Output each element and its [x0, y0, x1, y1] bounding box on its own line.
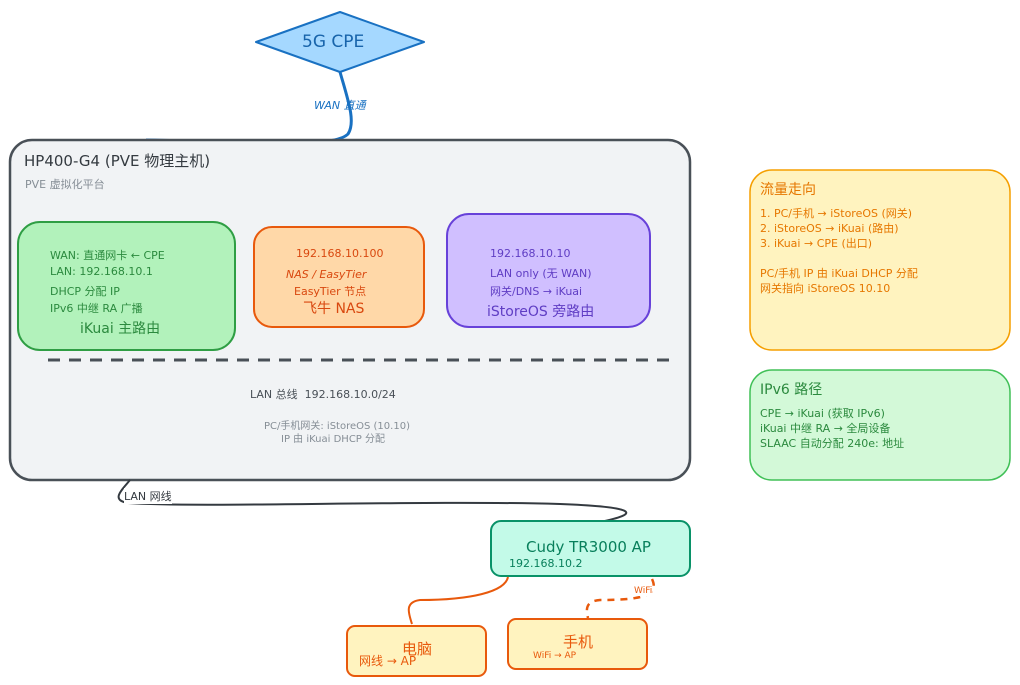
host-subtitle: PVE 虚拟化平台	[25, 178, 105, 191]
istore-ip: 192.168.10.10	[490, 247, 571, 260]
ikuai-line-4: IPv6 中继 RA 广播	[50, 302, 143, 315]
nas-name: 飞牛 NAS	[303, 301, 365, 317]
ipv6-note-line-3: SLAAC 自动分配 240e: 地址	[760, 437, 905, 450]
flow-note-line-2: 2. iStoreOS → iKuai (路由)	[760, 222, 899, 235]
istore-node-shape[interactable]	[446, 213, 651, 328]
phone-detail: WiFi → AP	[533, 651, 577, 661]
lan-cable-line	[117, 479, 628, 523]
flow-note-shape[interactable]	[749, 169, 1011, 351]
ipv6-note-line-2: iKuai 中继 RA → 全局设备	[760, 422, 891, 435]
phone-node-shape[interactable]	[507, 618, 648, 670]
nas-ip: 192.168.10.100	[296, 247, 384, 260]
ipv6-note-line-1: CPE → iKuai (获取 IPv6)	[760, 407, 885, 420]
ikuai-line-1: WAN: 直通网卡 ← CPE	[50, 249, 165, 262]
ipv6-note-title: IPv6 路径	[760, 382, 823, 398]
cpe-label: 5G CPE	[302, 32, 365, 52]
lan-bus-label: LAN 总线 192.168.10.0/24	[250, 388, 396, 401]
flow-note-line-1: 1. PC/手机 → iStoreOS (网关)	[760, 207, 913, 220]
ap-name: Cudy TR3000 AP	[526, 538, 651, 556]
wan-link-label: WAN 直通	[314, 99, 366, 112]
flow-note-title: 流量走向	[760, 182, 816, 198]
istore-line-1: LAN only (无 WAN)	[490, 267, 592, 280]
wifi-link-label: WiFi	[634, 586, 653, 596]
pc-name: 电脑	[402, 640, 433, 658]
nas-line-2: EasyTier 节点	[294, 285, 367, 298]
host-note-line-1: PC/手机网关: iStoreOS (10.10)	[264, 421, 410, 432]
ikuai-node-shape[interactable]	[17, 221, 236, 351]
ikuai-line-2: LAN: 192.168.10.1	[50, 265, 153, 278]
host-title: HP400-G4 (PVE 物理主机)	[24, 152, 211, 170]
ipv6-note-shape[interactable]	[749, 369, 1011, 481]
ikuai-name: iKuai 主路由	[80, 321, 161, 337]
ikuai-line-3: DHCP 分配 IP	[50, 285, 120, 298]
ap-ip: 192.168.10.2	[509, 557, 583, 570]
flow-note-line-5: PC/手机 IP 由 iKuai DHCP 分配	[760, 267, 918, 280]
pc-node-shape[interactable]	[346, 625, 487, 677]
lan-cable-label: LAN 网线	[124, 488, 172, 504]
host-note-line-2: IP 由 iKuai DHCP 分配	[281, 434, 386, 445]
istore-line-2: 网关/DNS → iKuai	[490, 285, 583, 298]
nas-line-1: NAS / EasyTier	[286, 268, 367, 281]
phone-name: 手机	[563, 633, 594, 651]
pc-detail: 网线 → AP	[359, 654, 417, 668]
nas-node-shape[interactable]	[253, 226, 425, 328]
flow-note-line-3: 3. iKuai → CPE (出口)	[760, 237, 873, 250]
wifi-link-line	[585, 578, 655, 619]
ap-node-shape[interactable]	[490, 520, 691, 577]
pc-cable-line	[407, 576, 509, 625]
istore-name: iStoreOS 旁路由	[487, 304, 595, 320]
flow-note-line-6: 网关指向 iStoreOS 10.10	[760, 282, 891, 295]
